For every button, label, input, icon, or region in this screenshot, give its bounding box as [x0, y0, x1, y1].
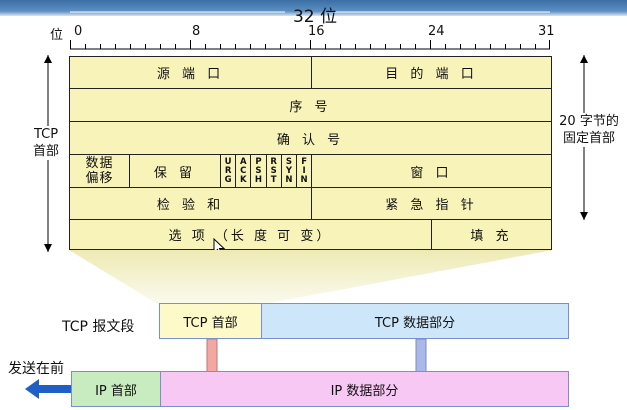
send-first-label: 发送在前 — [8, 361, 64, 377]
bit-mark-16: 16 — [308, 24, 325, 39]
header-projection — [69, 250, 553, 305]
checksum-field: 检 验 和 — [69, 187, 312, 220]
bit-label: 位 — [50, 28, 64, 43]
tcp-header-box: TCP 首部 — [159, 303, 262, 339]
dest-port-field: 目 的 端 口 — [311, 56, 552, 89]
bit-ruler — [70, 40, 550, 50]
padding-field: 填 充 — [431, 219, 552, 250]
width-arrow — [70, 11, 550, 13]
tcp-header-label: TCP 首部 — [24, 126, 68, 160]
window-field: 窗 口 — [311, 154, 552, 188]
tcp-data-box: TCP 数据部分 — [261, 303, 569, 339]
options-field: 选 项 （长 度 可 变） — [69, 219, 432, 250]
ip-header-box: IP 首部 — [71, 371, 161, 407]
bit-mark-31: 31 — [538, 24, 555, 39]
urgent-pointer-field: 紧 急 指 针 — [311, 187, 552, 220]
bit-mark-0: 0 — [74, 24, 83, 39]
width-title: 32 位 — [292, 7, 338, 27]
seq-field: 序 号 — [69, 88, 552, 122]
reserved-field: 保 留 — [129, 154, 221, 188]
fixed-header-label: 20 字节的 固定首部 — [553, 113, 625, 147]
ack-field: 确 认 号 — [69, 121, 552, 155]
ip-data-box: IP 数据部分 — [160, 371, 569, 407]
data-offset-field: 数据 偏移 — [69, 154, 130, 188]
tcp-segment-label: TCP 报文段 — [62, 319, 135, 335]
source-port-field: 源 端 口 — [69, 56, 312, 89]
bit-mark-8: 8 — [192, 24, 201, 39]
bit-mark-24: 24 — [428, 24, 445, 39]
send-direction-arrow-icon — [25, 379, 71, 399]
